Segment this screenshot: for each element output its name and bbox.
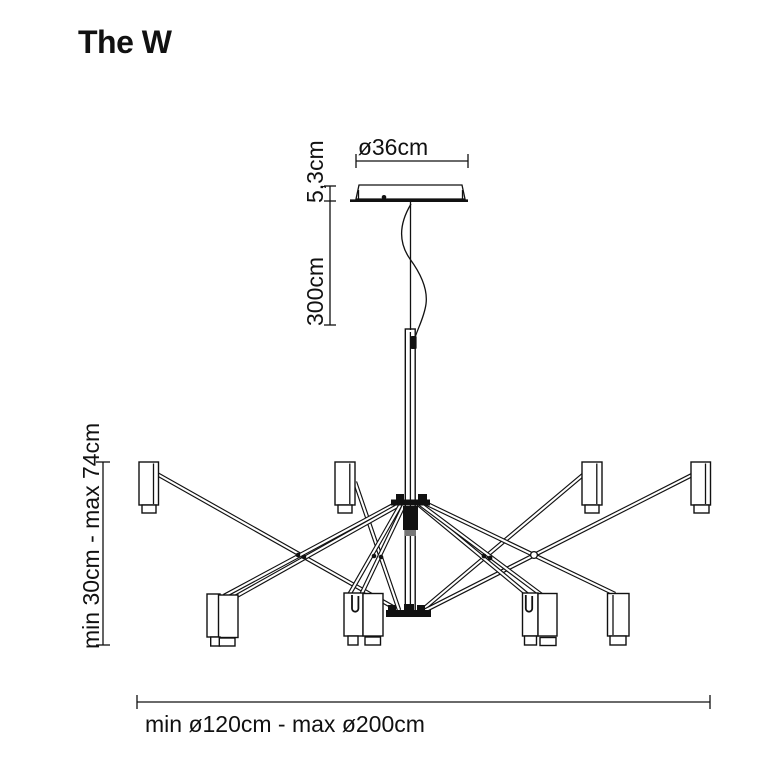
arm-upper-right [423, 473, 693, 613]
arm-lower-left-back [222, 501, 399, 598]
dimension-head-height-range: min 30cm - max 74cm [78, 423, 110, 649]
dimension-canopy-diameter: ø36cm [355, 134, 469, 168]
bottom-hub [386, 604, 431, 617]
cable-loop [351, 595, 360, 613]
lamp-head-lower-pair-2 [343, 592, 384, 646]
lamp-head-lower-pair-1 [206, 593, 239, 647]
ceiling-canopy [350, 184, 468, 202]
canopy-diameter-label: ø36cm [358, 134, 428, 160]
lamp-head-upper-4 [690, 461, 712, 514]
arm-upper-left [155, 472, 402, 613]
suspension-length-label: 300cm [302, 257, 328, 326]
dimension-suspension-length: 300cm [302, 201, 336, 326]
arm-lower-right [422, 500, 616, 596]
arm-lower-left-front [233, 503, 401, 599]
arm-lower-innerright-back [416, 502, 530, 597]
lamp-head-upper-1 [138, 461, 160, 514]
lamp-head-lower-single [606, 592, 630, 646]
canopy-height-label: 5,3cm [302, 140, 328, 203]
pivot-joints [295, 550, 539, 561]
dimension-canopy-height: 5,3cm [302, 140, 336, 203]
lamp-head-upper-2 [334, 461, 356, 514]
dimension-spread-range: min ø120cm - max ø200cm [136, 695, 711, 737]
spread-range-label: min ø120cm - max ø200cm [145, 711, 425, 737]
cable-connector [410, 336, 417, 349]
page-title: The W [78, 24, 173, 60]
driver-box [403, 506, 418, 536]
arm-lower-innerleft-front [359, 504, 406, 596]
arm-lower-innerright-front [418, 502, 545, 598]
lamp-head-lower-pair-3 [521, 592, 558, 647]
cable-loop [524, 595, 534, 613]
top-hub [391, 494, 430, 506]
stem-tube [404, 328, 416, 612]
arm-lower-innerleft-back [347, 502, 403, 597]
canopy-screw [381, 195, 387, 200]
lamp-head-upper-3 [581, 461, 603, 514]
power-cable [400, 203, 427, 344]
head-height-range-label: min 30cm - max 74cm [78, 423, 104, 649]
